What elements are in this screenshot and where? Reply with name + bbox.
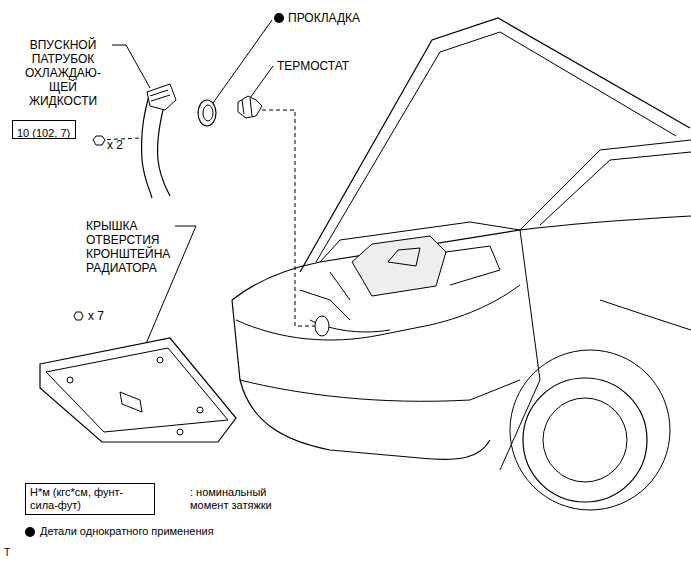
car-body [240,380,520,401]
radiator-cover [157,357,163,363]
car-hood [316,32,676,262]
page-mark: T [4,546,24,560]
quantity: x 7 [88,309,128,323]
car-body [500,230,540,470]
gasket [203,105,213,121]
part-name: ПРОКЛАДКА [288,11,408,25]
car-body [600,300,691,330]
thermostat [238,96,262,118]
legend-text: Детали однократного применения [40,525,300,538]
coolant-hose [157,98,170,196]
car-windshield [540,152,691,225]
wheel [523,378,647,502]
thermostat-housing [315,316,329,336]
coolant-hose [142,92,152,198]
box-text: 10 (102, 7) [17,127,70,140]
once-use-dot [274,13,284,23]
car-body [232,216,691,300]
thermostat [242,98,252,116]
leader-line [112,45,150,88]
radiator-cover [67,377,73,383]
part-name: КРЫШКА ОТВЕРСТИЯ КРОНШТЕЙНА РАДИАТОРА [86,219,176,275]
part-name: ТЕРМОСТАТ [277,59,397,73]
radiator-cover [120,392,142,412]
inlet-pipe [147,84,176,110]
radiator-cover [40,338,236,442]
engine-bay [330,246,500,300]
leader-line [213,20,272,103]
bolt [93,136,105,145]
leader-line [250,66,273,98]
engine-cover [352,236,446,296]
dashed-line [262,110,316,326]
wheel [543,398,627,482]
legend-text: : номинальный момент затяжки [190,486,280,512]
torque-unit-box: Н*м (кгс*см, фунт-сила-фут) [25,483,155,515]
inlet-pipe [150,90,170,101]
engine-bay [300,290,350,320]
torque-box: 10 (102, 7) [12,120,76,139]
car-windshield [520,140,691,230]
gasket [198,100,216,126]
radiator-cover [46,348,228,432]
engine-cover [388,248,420,266]
radiator-cover [197,407,203,413]
radiator-cover [177,429,183,435]
part-name: ВПУСКНОЙ ПАТРУБОК ОХЛАЖДАЮ- ЩЕЙ ЖИДКОСТИ [20,38,106,108]
bolt [74,312,83,320]
wheel-arch [510,350,670,510]
box-text: Н*м (кгс*см, фунт-сила-фут) [30,486,150,512]
car-body [232,300,490,459]
once-use-dot [25,527,35,537]
quantity: x 2 [107,138,147,152]
